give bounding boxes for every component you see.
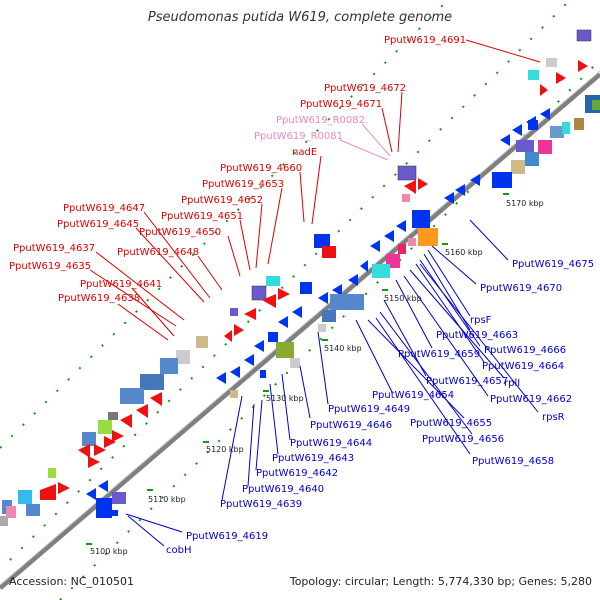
gene-label: PputW619_4671 [300, 99, 382, 110]
gene-label: PputW619_4663 [436, 330, 518, 341]
gene-label: PputW619_4659 [398, 349, 480, 360]
reverse-leader-lines [125, 219, 539, 547]
kbp-label-5100: 5100 kbp [90, 547, 128, 556]
gene-label: PputW619_R0082 [276, 115, 365, 126]
gene-label: PputW619_4642 [256, 468, 338, 479]
gene-label: PputW619_4656 [422, 434, 504, 445]
gene-label: cobH [166, 545, 191, 556]
gene-label: PputW619_4655 [410, 418, 492, 429]
gene-label: nadE [292, 147, 317, 158]
kbp-label-5170: 5170 kbp [506, 199, 544, 208]
gene-label: rplI [504, 378, 520, 389]
accession-text: Accession: NC_010501 [9, 575, 134, 588]
kbp-label-5120: 5120 kbp [206, 445, 244, 454]
gene-label: PputW619_4662 [490, 394, 572, 405]
genome-summary-text: Topology: circular; Length: 5,774,330 bp… [289, 575, 592, 588]
gene-label: PputW619_4666 [484, 345, 566, 356]
gene-label: PputW619_4644 [290, 438, 372, 449]
gene-label: PputW619_4648 [117, 247, 199, 258]
gene-label: PputW619_4641 [80, 279, 162, 290]
gene-label: PputW619_4675 [512, 259, 594, 270]
kbp-label-5140: 5140 kbp [324, 344, 362, 353]
forward-leader-lines [89, 39, 541, 341]
gene-label: PputW619_4643 [272, 453, 354, 464]
gene-label: PputW619_4640 [242, 484, 324, 495]
gene-label: PputW619_4649 [328, 404, 410, 415]
gene-label: PputW619_4645 [57, 219, 139, 230]
reverse-labels: PputW619_4675 PputW619_4670 rpsF PputW61… [166, 259, 594, 556]
gene-label: PputW619_4652 [181, 195, 263, 206]
kbp-label-5150: 5150 kbp [384, 294, 422, 303]
gene-label: PputW619_4658 [472, 456, 554, 467]
gene-label: PputW619_4651 [161, 211, 243, 222]
gene-label: rpsF [470, 315, 492, 326]
gene-features [0, 29, 600, 526]
gene-label: PputW619_4646 [310, 420, 392, 431]
gene-label: PputW619_4635 [9, 261, 91, 272]
gene-label: PputW619_R0081 [254, 131, 343, 142]
gene-label: PputW619_4653 [202, 179, 284, 190]
kbp-label-5160: 5160 kbp [445, 248, 483, 257]
rna-leader-lines [339, 123, 391, 161]
gene-label: rpsR [542, 412, 565, 423]
gene-label: PputW619_4637 [13, 243, 95, 254]
gene-label: PputW619_4654 [372, 390, 454, 401]
forward-labels: PputW619_4691 PputW619_4672 PputW619_467… [9, 35, 466, 304]
gene-label: PputW619_4619 [186, 531, 268, 542]
gene-label: PputW619_4672 [324, 83, 406, 94]
gene-label: PputW619_4657 [426, 376, 508, 387]
gene-label: PputW619_4650 [139, 227, 221, 238]
gene-label: PputW619_4691 [384, 35, 466, 46]
gene-label: PputW619_4660 [220, 163, 302, 174]
gene-label: PputW619_4664 [482, 361, 564, 372]
kbp-label-5110: 5110 kbp [148, 495, 186, 504]
gene-label: PputW619_4638 [58, 293, 140, 304]
map-title: Pseudomonas putida W619, complete genome [148, 10, 452, 25]
gene-label: PputW619_4647 [63, 203, 145, 214]
gene-label: PputW619_4639 [220, 499, 302, 510]
gene-label: PputW619_4670 [480, 283, 562, 294]
